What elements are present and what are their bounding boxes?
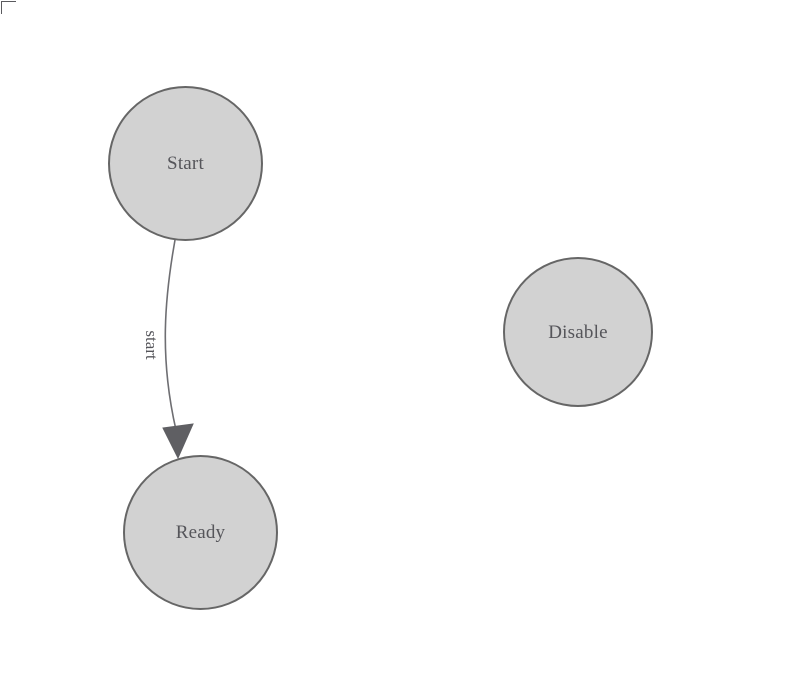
- node-start[interactable]: Start: [108, 86, 263, 241]
- edge-start-to-ready[interactable]: [162, 223, 194, 460]
- edge-line-start-to-ready: [164, 223, 179, 431]
- corner-bracket-mark: [1, 1, 16, 14]
- node-label-start: Start: [167, 153, 204, 174]
- arrowhead-icon: [162, 423, 194, 460]
- edge-label-start: start: [142, 330, 161, 360]
- node-disable[interactable]: Disable: [503, 257, 653, 407]
- node-ready[interactable]: Ready: [123, 455, 278, 610]
- node-label-ready: Ready: [175, 522, 226, 543]
- node-label-disable: Disable: [548, 321, 608, 343]
